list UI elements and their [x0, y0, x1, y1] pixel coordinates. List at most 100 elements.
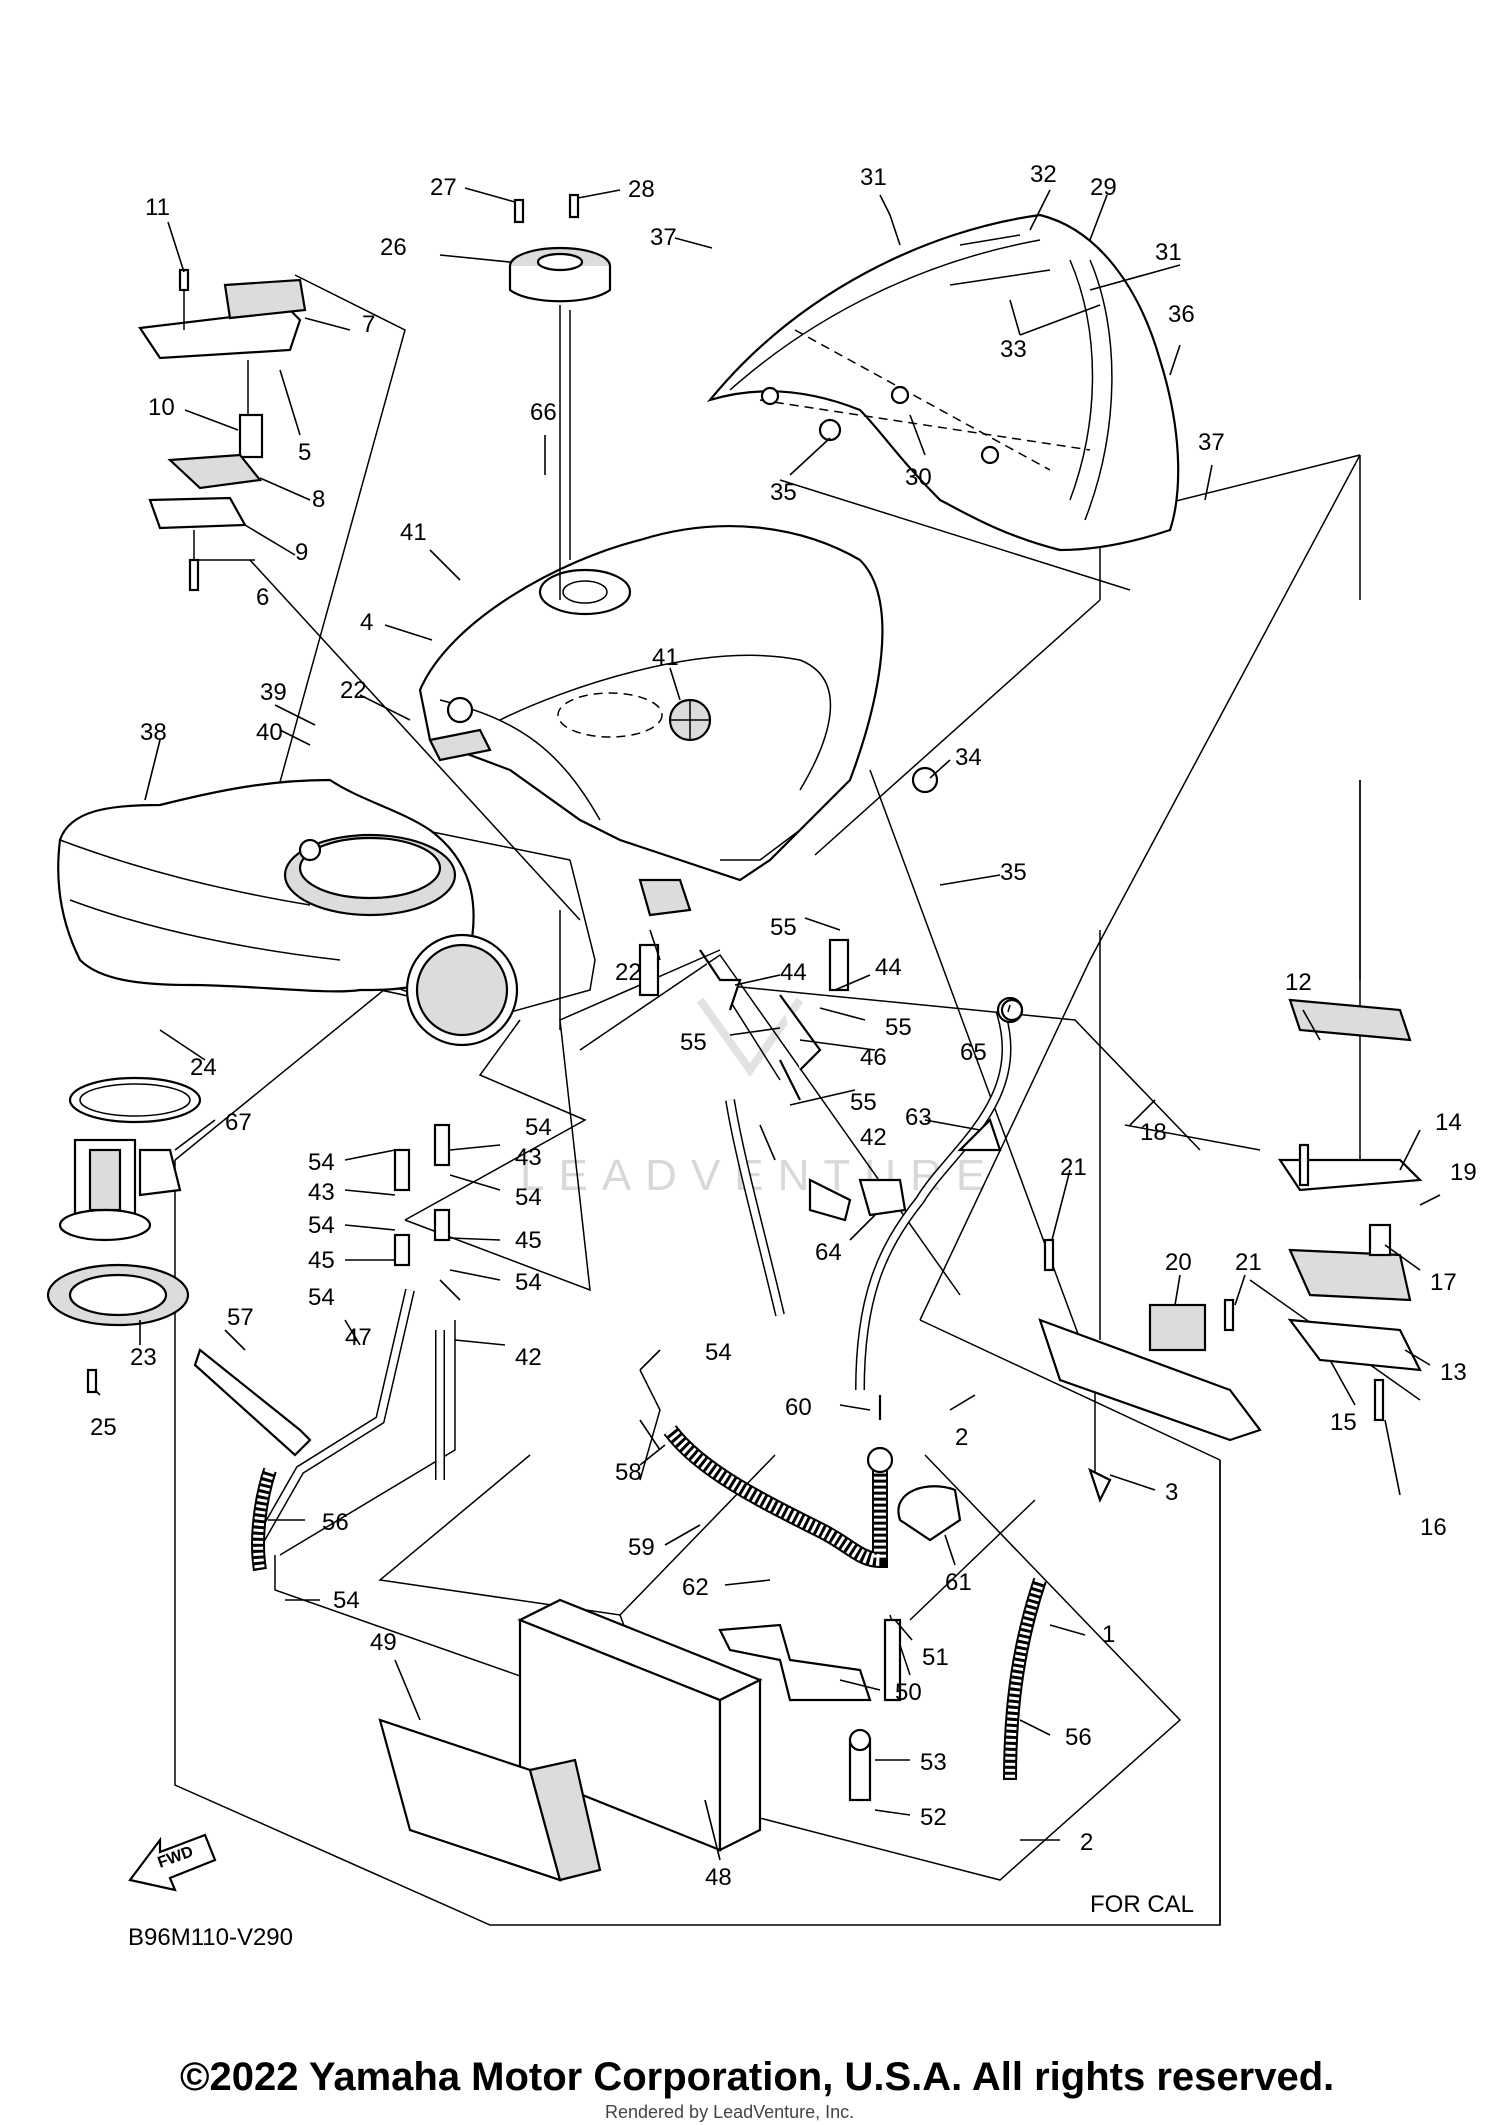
corrugated-hoses	[193, 1348, 1047, 1781]
callout-12: 12	[1285, 969, 1312, 996]
callout-58: 58	[615, 1459, 642, 1486]
callouts: 11 27 28 31 32 29 37 26 31 7 33 36 10 5 …	[90, 161, 1477, 1891]
callout-4: 4	[360, 609, 373, 636]
callout-30: 30	[905, 464, 932, 491]
callout-54-h: 54	[333, 1587, 360, 1614]
fuel-cap	[508, 193, 612, 600]
callout-29: 29	[1090, 174, 1117, 201]
callout-8: 8	[312, 486, 325, 513]
callout-18: 18	[1140, 1119, 1167, 1146]
callout-2-b: 2	[1080, 1829, 1093, 1856]
callout-15: 15	[1330, 1409, 1357, 1436]
callout-27: 27	[430, 174, 457, 201]
callout-21: 21	[1060, 1154, 1087, 1181]
watermark: LEADVENTURE	[520, 997, 985, 1200]
callout-7: 7	[362, 311, 375, 338]
callout-1: 1	[1102, 1621, 1115, 1648]
callout-23: 23	[130, 1344, 157, 1371]
callout-28: 28	[628, 176, 655, 203]
callout-57: 57	[227, 1304, 254, 1331]
fuel-tank-cover	[418, 525, 884, 882]
callout-36: 36	[1168, 301, 1195, 328]
callout-47: 47	[345, 1324, 372, 1351]
callout-26: 26	[380, 234, 407, 261]
callout-41-b: 41	[652, 644, 679, 671]
fwd-arrow: FWD	[128, 1833, 217, 1892]
callout-45: 45	[515, 1227, 542, 1254]
callout-55-c: 55	[680, 1029, 707, 1056]
callout-34: 34	[955, 744, 982, 771]
callout-21-b: 21	[1235, 1249, 1262, 1276]
callout-55-d: 55	[850, 1089, 877, 1116]
callout-54: 54	[525, 1114, 552, 1141]
callout-42: 42	[860, 1124, 887, 1151]
callout-6: 6	[256, 584, 269, 611]
callout-61: 61	[945, 1569, 972, 1596]
callout-3: 3	[1165, 1479, 1178, 1506]
diagram-code: B96M110-V290	[128, 1924, 293, 1951]
callout-56: 56	[322, 1509, 349, 1536]
callout-54-g: 54	[705, 1339, 732, 1366]
callout-54-d: 54	[308, 1212, 335, 1239]
callout-50: 50	[895, 1679, 922, 1706]
callout-67: 67	[225, 1109, 252, 1136]
callout-31: 31	[860, 164, 887, 191]
callout-54-b: 54	[308, 1149, 335, 1176]
fuel-pump	[46, 1076, 202, 1394]
callout-43-b: 43	[308, 1179, 335, 1206]
callout-43: 43	[515, 1144, 542, 1171]
callout-19: 19	[1450, 1159, 1477, 1186]
callout-25: 25	[90, 1414, 117, 1441]
center-hoses	[255, 938, 1024, 1543]
left-bracket-stack	[138, 268, 307, 592]
leader-lines	[94, 187, 1441, 1861]
callout-55: 55	[770, 914, 797, 941]
callout-44-b: 44	[875, 954, 902, 981]
rendered-by-text: Rendered by LeadVenture, Inc.	[605, 2102, 854, 2122]
callout-41: 41	[400, 519, 427, 546]
callout-63: 63	[905, 1104, 932, 1131]
callout-11: 11	[145, 194, 170, 221]
callout-33: 33	[1000, 336, 1027, 363]
callout-14: 14	[1435, 1109, 1462, 1136]
callout-51: 51	[922, 1644, 949, 1671]
canister	[378, 1598, 763, 1882]
callout-22-b: 22	[615, 959, 642, 986]
small-parts	[405, 418, 1112, 1802]
callout-35-b: 35	[1000, 859, 1027, 886]
callout-37-b: 37	[1198, 429, 1225, 456]
callout-45-b: 45	[308, 1247, 335, 1274]
callout-55-b: 55	[885, 1014, 912, 1041]
callout-54-c: 54	[515, 1184, 542, 1211]
callout-40: 40	[256, 719, 283, 746]
for-cal-label: FOR CAL	[1090, 1891, 1194, 1918]
rear-cover	[706, 213, 1180, 552]
callout-49: 49	[370, 1629, 397, 1656]
brackets	[718, 780, 1423, 1702]
callout-22: 22	[340, 677, 367, 704]
callout-65: 65	[960, 1039, 987, 1066]
callout-52: 52	[920, 1804, 947, 1831]
callout-39: 39	[260, 679, 287, 706]
callout-54-e: 54	[515, 1269, 542, 1296]
callout-46: 46	[860, 1044, 887, 1071]
callout-64: 64	[815, 1239, 842, 1266]
callout-56-b: 56	[1065, 1724, 1092, 1751]
callout-17: 17	[1430, 1269, 1457, 1296]
callout-5: 5	[298, 439, 311, 466]
callout-31-b: 31	[1155, 239, 1182, 266]
callout-60: 60	[785, 1394, 812, 1421]
callout-2: 2	[955, 1424, 968, 1451]
callout-54-f: 54	[308, 1284, 335, 1311]
callout-24: 24	[190, 1054, 217, 1081]
callout-44: 44	[780, 959, 807, 986]
callout-35: 35	[770, 479, 797, 506]
callout-38: 38	[140, 719, 167, 746]
callout-53: 53	[920, 1749, 947, 1776]
callout-9: 9	[295, 539, 308, 566]
callout-59: 59	[628, 1534, 655, 1561]
callout-32: 32	[1030, 161, 1057, 188]
callout-20: 20	[1165, 1249, 1192, 1276]
callout-42-b: 42	[515, 1344, 542, 1371]
